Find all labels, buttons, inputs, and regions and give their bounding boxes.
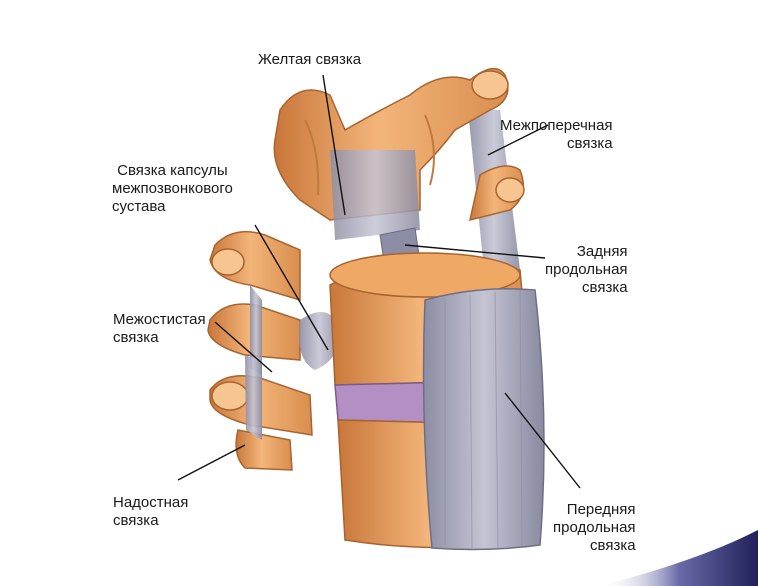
label-posterior-longitudinal-ligament: Задняя продольная связка — [545, 243, 628, 296]
yellow-ligament-shape — [330, 150, 420, 240]
label-joint-capsule-ligament: Связка капсулы межпозвонкового сустава — [112, 162, 233, 215]
spinous-processes-shape — [207, 230, 313, 471]
label-intertransverse-ligament: Межпоперечная связка — [500, 117, 613, 152]
label-interspinous-ligament: Межостистая связка — [113, 311, 206, 346]
corner-decoration — [600, 530, 758, 586]
label-anterior-longitudinal-ligament: Передняя продольная связка — [553, 501, 636, 554]
anterior-ligament-fibers — [444, 289, 523, 549]
label-supraspinous-ligament: Надостная связка — [113, 494, 189, 529]
joint-capsule-shape — [299, 312, 340, 370]
leader-lines — [177, 74, 581, 489]
label-yellow-ligament: Желтая связка — [258, 51, 362, 68]
anterior-ligament-shape — [422, 288, 545, 551]
